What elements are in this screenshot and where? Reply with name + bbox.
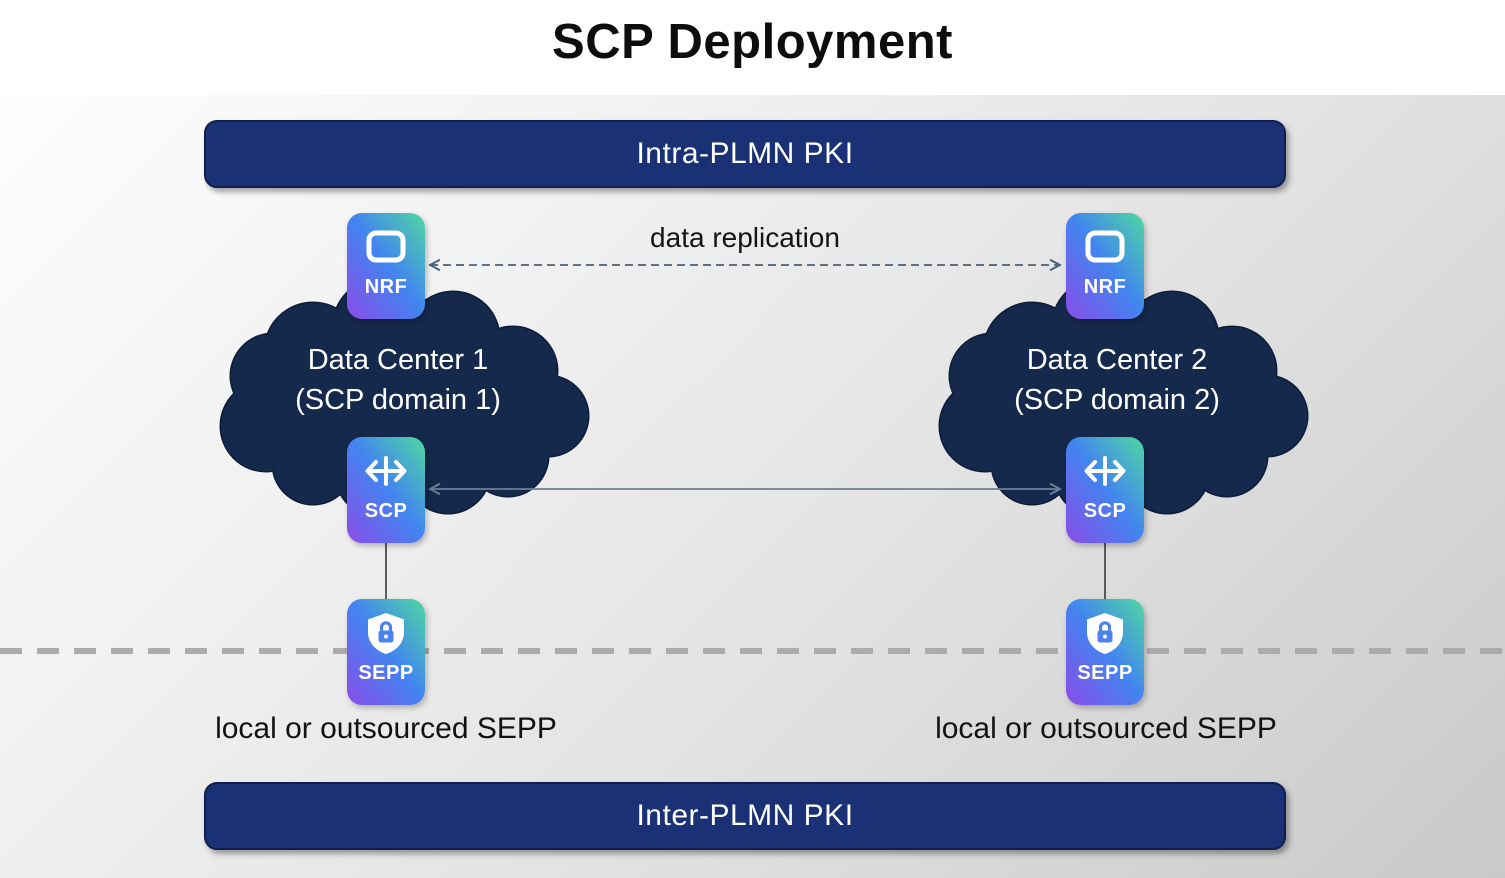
scp-node-left: SCP bbox=[347, 437, 425, 543]
sepp-caption-left: local or outsourced SEPP bbox=[215, 712, 557, 745]
inter-plmn-pki-label: Inter-PLMN PKI bbox=[636, 799, 854, 832]
scp-node-label: SCP bbox=[1083, 500, 1127, 522]
routing-arrows-icon bbox=[1084, 456, 1126, 486]
data-center-1-name: Data Center 1 bbox=[307, 344, 489, 376]
cloud-data-center-2 bbox=[938, 276, 1309, 518]
cloud-data-center-1 bbox=[219, 276, 590, 518]
data-center-2-name: Data Center 2 bbox=[1026, 344, 1208, 376]
nrf-node-label: NRF bbox=[364, 276, 408, 298]
inter-plmn-pki-banner: Inter-PLMN PKI bbox=[204, 782, 1286, 850]
data-center-2-domain: (SCP domain 2) bbox=[1014, 384, 1220, 416]
network-function-icon bbox=[366, 230, 406, 263]
data-center-1-label: Data Center 1 (SCP domain 1) bbox=[208, 340, 588, 420]
nrf-node-left: NRF bbox=[347, 213, 425, 319]
network-function-icon bbox=[1085, 230, 1125, 263]
scp-node-right: SCP bbox=[1066, 437, 1144, 543]
sepp-node-left: SEPP bbox=[347, 599, 425, 705]
scp-node-label: SCP bbox=[364, 500, 408, 522]
data-replication-label: data replication bbox=[650, 222, 840, 253]
sepp-node-label: SEPP bbox=[1077, 662, 1133, 684]
intra-plmn-pki-label: Intra-PLMN PKI bbox=[636, 137, 854, 170]
routing-arrows-icon bbox=[365, 456, 407, 486]
shield-lock-icon bbox=[1087, 613, 1123, 654]
sepp-node-label: SEPP bbox=[358, 662, 414, 684]
nrf-node-label: NRF bbox=[1083, 276, 1127, 298]
data-center-1-domain: (SCP domain 1) bbox=[295, 384, 501, 416]
nrf-node-right: NRF bbox=[1066, 213, 1144, 319]
intra-plmn-pki-banner: Intra-PLMN PKI bbox=[204, 120, 1286, 188]
page-title: SCP Deployment bbox=[552, 15, 953, 69]
data-center-2-label: Data Center 2 (SCP domain 2) bbox=[927, 340, 1307, 420]
sepp-node-right: SEPP bbox=[1066, 599, 1144, 705]
shield-lock-icon bbox=[368, 613, 404, 654]
sepp-caption-right: local or outsourced SEPP bbox=[935, 712, 1277, 745]
